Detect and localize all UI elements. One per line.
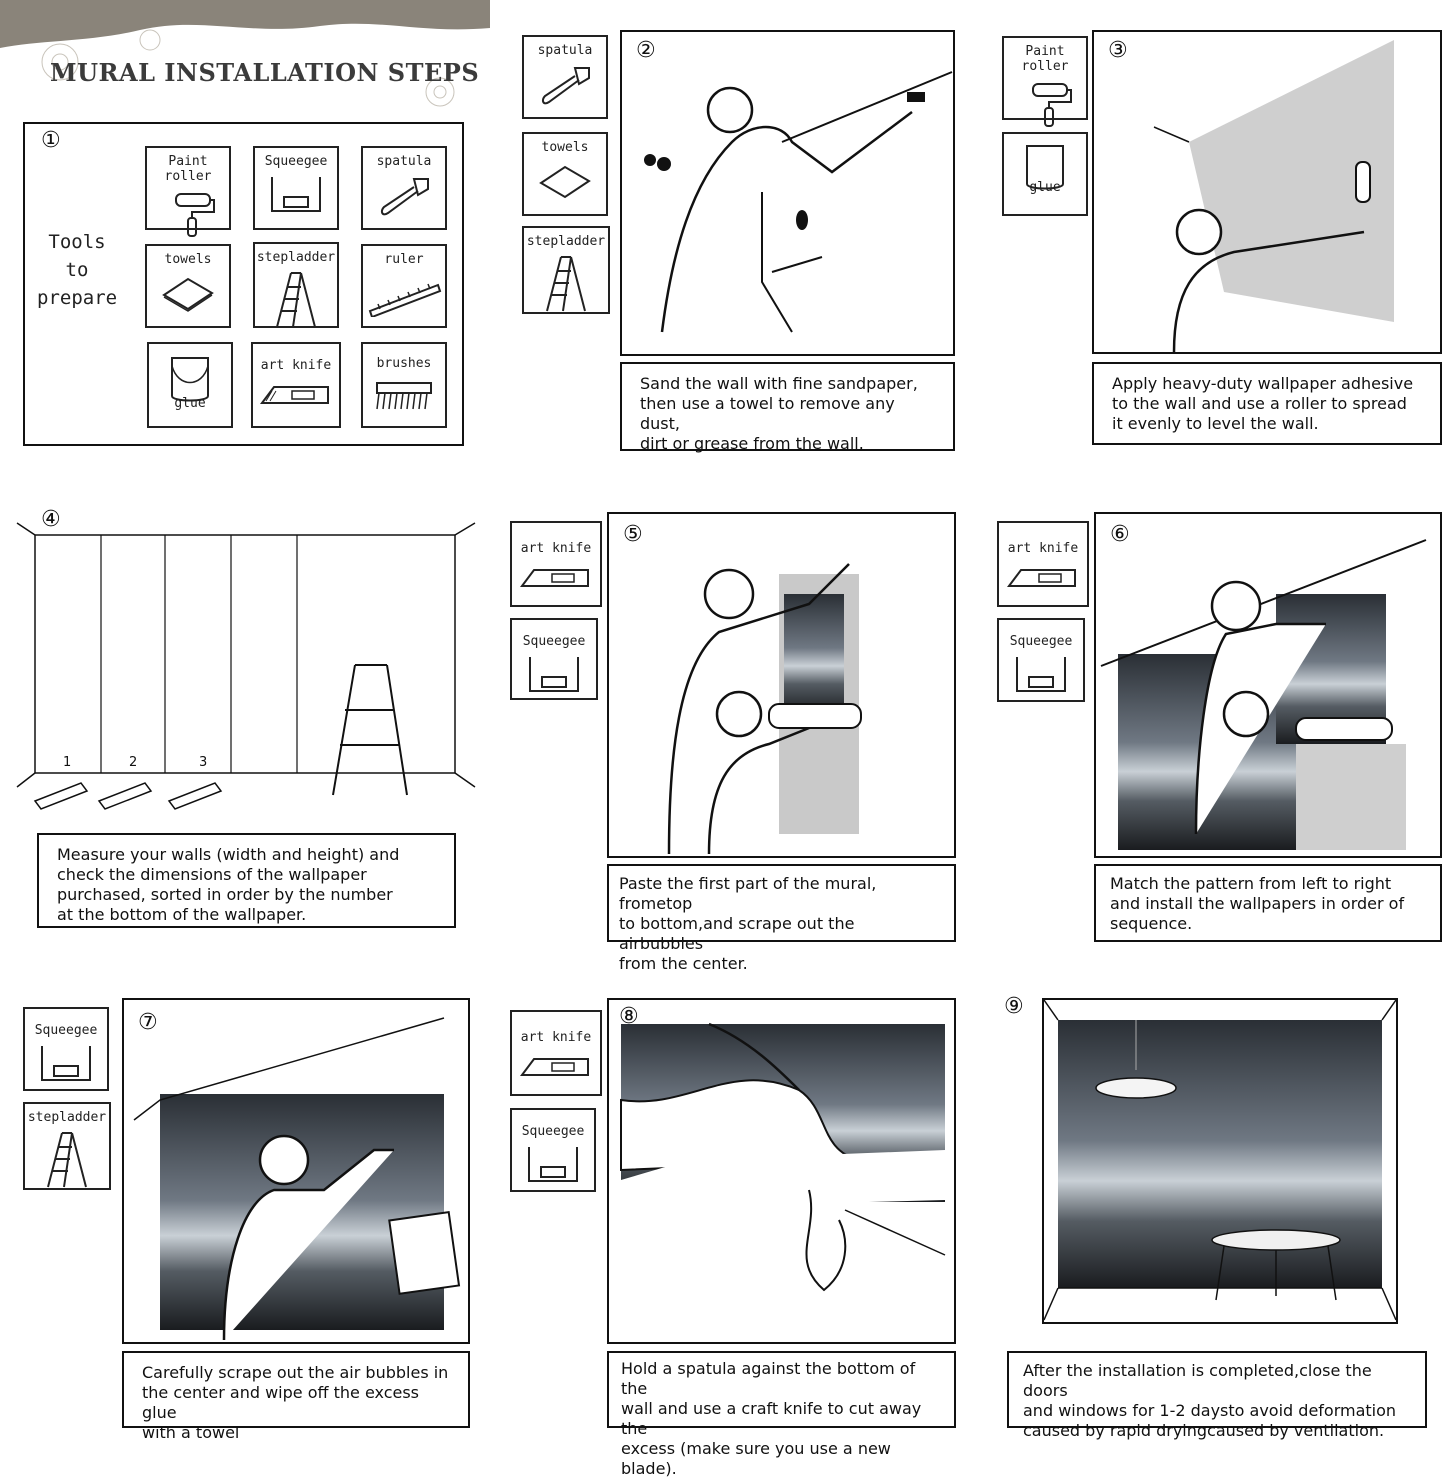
step4-panel: ④ 1 2 3 — [15, 505, 480, 825]
scraping-illustration — [133, 1017, 461, 1341]
squeegee-icon — [529, 657, 579, 692]
towels-icon — [162, 277, 214, 312]
matching-illustration — [1100, 539, 1427, 835]
trimming-illustration — [620, 1022, 946, 1292]
ruler-icon — [368, 283, 442, 317]
spatula-icon — [380, 178, 429, 216]
step5-tool-art-knife: art knife — [510, 521, 602, 607]
step6-tool-art-knife: art knife — [997, 521, 1089, 607]
step9-number: ⑨ — [1004, 994, 1024, 1019]
paint-roller-icon — [1032, 83, 1072, 127]
step7-number: ⑦ — [138, 1010, 158, 1035]
step3-number: ③ — [1108, 38, 1128, 63]
tool-paint-roller: Paint roller — [145, 146, 231, 237]
step2-panel: ② — [620, 30, 955, 356]
step2-tool-spatula: spatula — [522, 35, 608, 119]
step5-panel: ⑤ — [607, 512, 956, 858]
step5-number: ⑤ — [623, 522, 643, 547]
glue-icon — [171, 357, 209, 402]
tool-towels: towels — [145, 244, 231, 328]
glue-icon — [1026, 145, 1064, 190]
step1-panel: ① Tools to prepare Paint roller Squeegee… — [23, 122, 464, 446]
step6-tool-squeegee: Squeegee — [997, 618, 1085, 702]
tool-glue: glue — [147, 342, 233, 428]
art-knife-icon — [1007, 569, 1076, 587]
step4-caption: Measure your walls (width and height) an… — [37, 833, 456, 928]
step8-caption: Hold a spatula against the bottom of the… — [607, 1351, 956, 1478]
step9-caption: After the installation is completed,clos… — [1007, 1351, 1427, 1440]
step4-number: ④ — [41, 507, 61, 532]
art-knife-icon — [520, 1058, 589, 1076]
art-knife-icon — [520, 569, 589, 587]
step6-number: ⑥ — [1110, 522, 1130, 547]
step5-caption: Paste the first part of the mural, frome… — [607, 864, 956, 973]
step8-tool-squeegee: Squeegee — [510, 1108, 596, 1192]
stepladder-icon — [47, 1132, 87, 1188]
step5-tool-squeegee: Squeegee — [510, 618, 598, 700]
tool-brushes: brushes — [361, 342, 447, 428]
step3-caption: Apply heavy-duty wallpaper adhesive to t… — [1092, 362, 1442, 445]
title-banner: MURAL INSTALLATION STEPS — [0, 0, 490, 110]
step2-caption: Sand the wall with fine sandpaper, then … — [620, 362, 955, 453]
step3-tool-glue: glue — [1002, 132, 1088, 216]
paint-roller-icon — [175, 193, 215, 237]
banner-shape — [0, 0, 490, 107]
strip-number-1: 1 — [63, 755, 72, 770]
step6-panel: ⑥ — [1094, 512, 1442, 858]
squeegee-icon — [271, 177, 321, 212]
wall-bare — [1296, 744, 1406, 850]
step2-tool-towels: towels — [522, 132, 608, 216]
brushes-icon — [376, 382, 432, 410]
step1-number: ① — [41, 128, 61, 153]
strip-number-2: 2 — [129, 755, 138, 770]
step7-tool-stepladder: stepladder — [23, 1102, 111, 1190]
stepladder-icon — [276, 272, 316, 328]
sanding-illustration — [644, 71, 953, 333]
page-title: MURAL INSTALLATION STEPS — [50, 58, 480, 87]
stepladder-icon — [546, 256, 586, 312]
wall-measure-illustration — [16, 522, 476, 810]
tool-spatula: spatula — [361, 146, 447, 230]
step8-panel: ⑧ — [607, 998, 956, 1344]
tools-heading: Tools to prepare — [37, 231, 118, 309]
spatula-icon — [541, 67, 590, 105]
step9-panel — [1042, 998, 1398, 1324]
art-knife-icon — [260, 386, 329, 404]
step2-tool-stepladder: stepladder — [522, 226, 610, 314]
squeegee-icon — [1016, 657, 1066, 692]
squeegee-icon — [41, 1046, 91, 1081]
tool-stepladder: stepladder — [253, 242, 339, 328]
step6-caption: Match the pattern from left to right and… — [1094, 864, 1442, 942]
strip-number-3: 3 — [199, 755, 208, 770]
squeegee-icon — [528, 1147, 578, 1182]
step3-tool-paint-roller: Paint roller — [1002, 36, 1088, 127]
finished-room-illustration — [1044, 1000, 1396, 1321]
step8-number: ⑧ — [619, 1004, 639, 1029]
step2-number: ② — [636, 38, 656, 63]
pasting-illustration — [667, 563, 862, 855]
mural-forest-strip — [784, 594, 844, 714]
tool-ruler: ruler — [361, 244, 447, 328]
tool-art-knife: art knife — [251, 342, 341, 428]
step7-panel: ⑦ — [122, 998, 470, 1344]
tool-squeegee: Squeegee — [253, 146, 339, 230]
towels-icon — [539, 165, 591, 199]
step3-panel: ③ — [1092, 30, 1442, 354]
adhesive-illustration — [1153, 40, 1394, 352]
step8-tool-art-knife: art knife — [510, 1010, 602, 1096]
step7-tool-squeegee: Squeegee — [23, 1007, 109, 1091]
step7-caption: Carefully scrape out the air bubbles in … — [122, 1351, 470, 1442]
